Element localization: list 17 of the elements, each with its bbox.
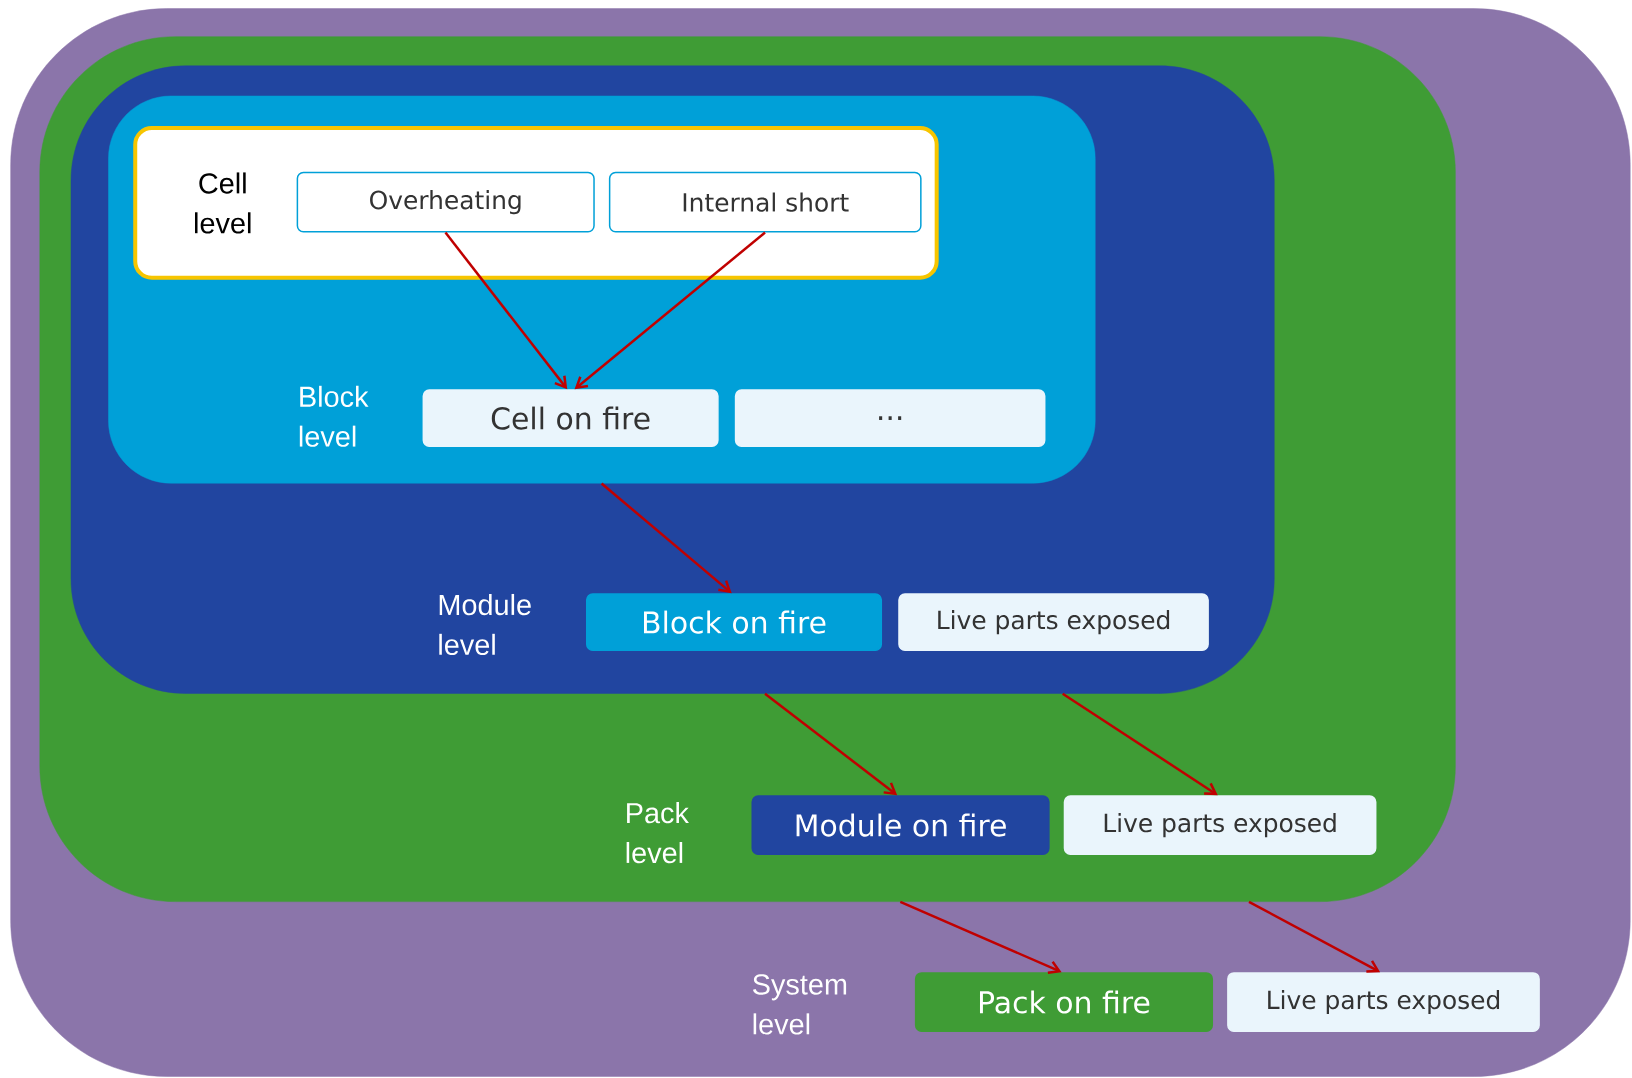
- event-box: Live parts exposed: [1227, 972, 1540, 1032]
- event-box: Cell on fire: [422, 389, 719, 447]
- arrow: [899, 900, 1062, 974]
- event-box: Module on fire: [751, 795, 1050, 855]
- arrow: [1062, 692, 1218, 796]
- arrow: [600, 482, 732, 594]
- event-box: Block on fire: [586, 593, 883, 651]
- arrow: [1248, 900, 1381, 973]
- arrow: [764, 692, 898, 796]
- arrow: [574, 231, 766, 390]
- event-box: Live parts exposed: [898, 593, 1209, 651]
- event-box: ...: [734, 389, 1046, 447]
- arrow: [444, 231, 568, 390]
- cause-box: Internal short: [608, 171, 922, 233]
- event-box: Pack on fire: [914, 972, 1214, 1032]
- event-box: Live parts exposed: [1063, 795, 1377, 855]
- cause-box: Overheating: [296, 171, 595, 233]
